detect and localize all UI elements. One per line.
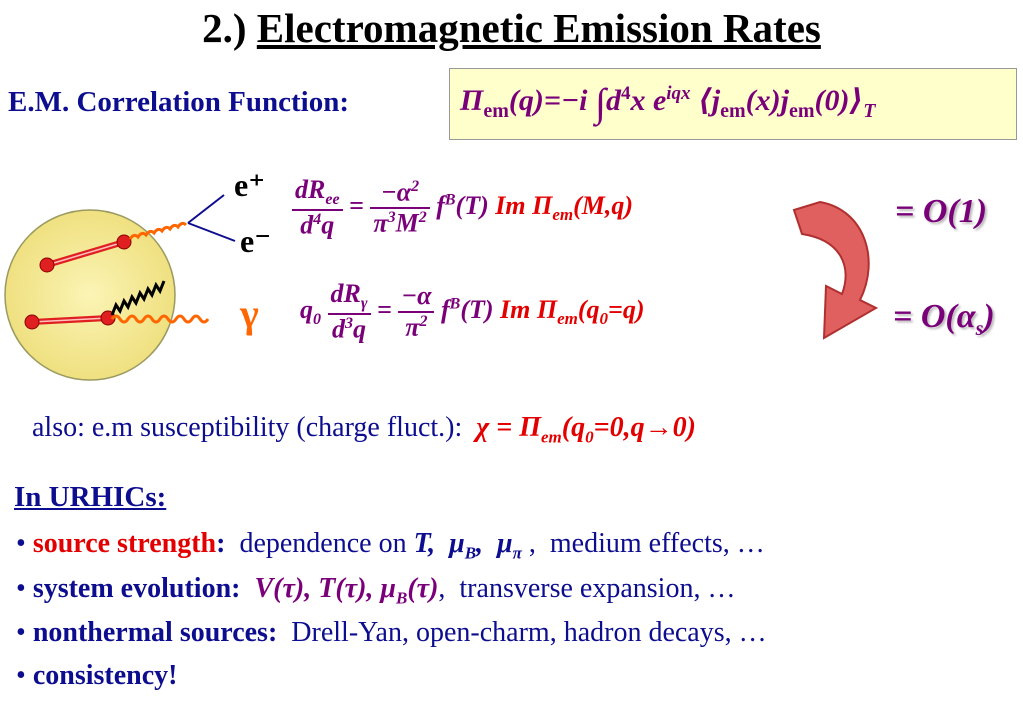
virtual-photon-wavy — [128, 221, 188, 240]
order-dilepton: = O(1) — [895, 193, 988, 230]
quark-dot — [39, 257, 55, 273]
bullet-source-strength: • source strength: dependence on T, μB, … — [16, 528, 765, 563]
bullet-consistency: • consistency! — [16, 660, 178, 691]
quark-dot — [116, 234, 132, 250]
gamma-label: γ — [240, 291, 259, 336]
title-number: 2.) — [202, 5, 247, 51]
correlation-formula-box: Πem(q)=−i ∫d4x eiqx ⟨jem(x)jem(0)⟩T — [449, 68, 1017, 140]
fireball — [4, 209, 176, 381]
bullet-system-evolution: • system evolution: V(τ), T(τ), μB(τ), t… — [16, 573, 736, 608]
positron-line — [187, 194, 225, 224]
bullet-nonthermal-sources: • nonthermal sources: Drell-Yan, open-ch… — [16, 617, 767, 648]
electron-line — [187, 222, 236, 242]
order-photon: = O(αs) — [893, 298, 995, 340]
susceptibility-text: also: e.m susceptibility (charge fluct.)… — [32, 412, 463, 443]
quark-dot — [24, 314, 40, 330]
susceptibility-line: also: e.m susceptibility (charge fluct.)… — [32, 412, 696, 447]
curved-arrow — [792, 200, 879, 340]
real-photon-wavy — [110, 314, 210, 324]
correlation-label: E.M. Correlation Function: — [8, 86, 349, 118]
fireball-diagram — [4, 194, 236, 381]
correlation-formula: Πem(q)=−i ∫d4x eiqx ⟨jem(x)jem(0)⟩T — [460, 80, 876, 125]
positron-label: e⁺ — [234, 167, 266, 203]
gluon-line — [110, 280, 166, 316]
electron-label: e⁻ — [240, 223, 272, 259]
title-text: Electromagnetic Emission Rates — [256, 5, 821, 51]
urhics-heading: In URHICs: — [14, 481, 167, 513]
page-title: 2.) Electromagnetic Emission Rates — [0, 4, 1023, 52]
